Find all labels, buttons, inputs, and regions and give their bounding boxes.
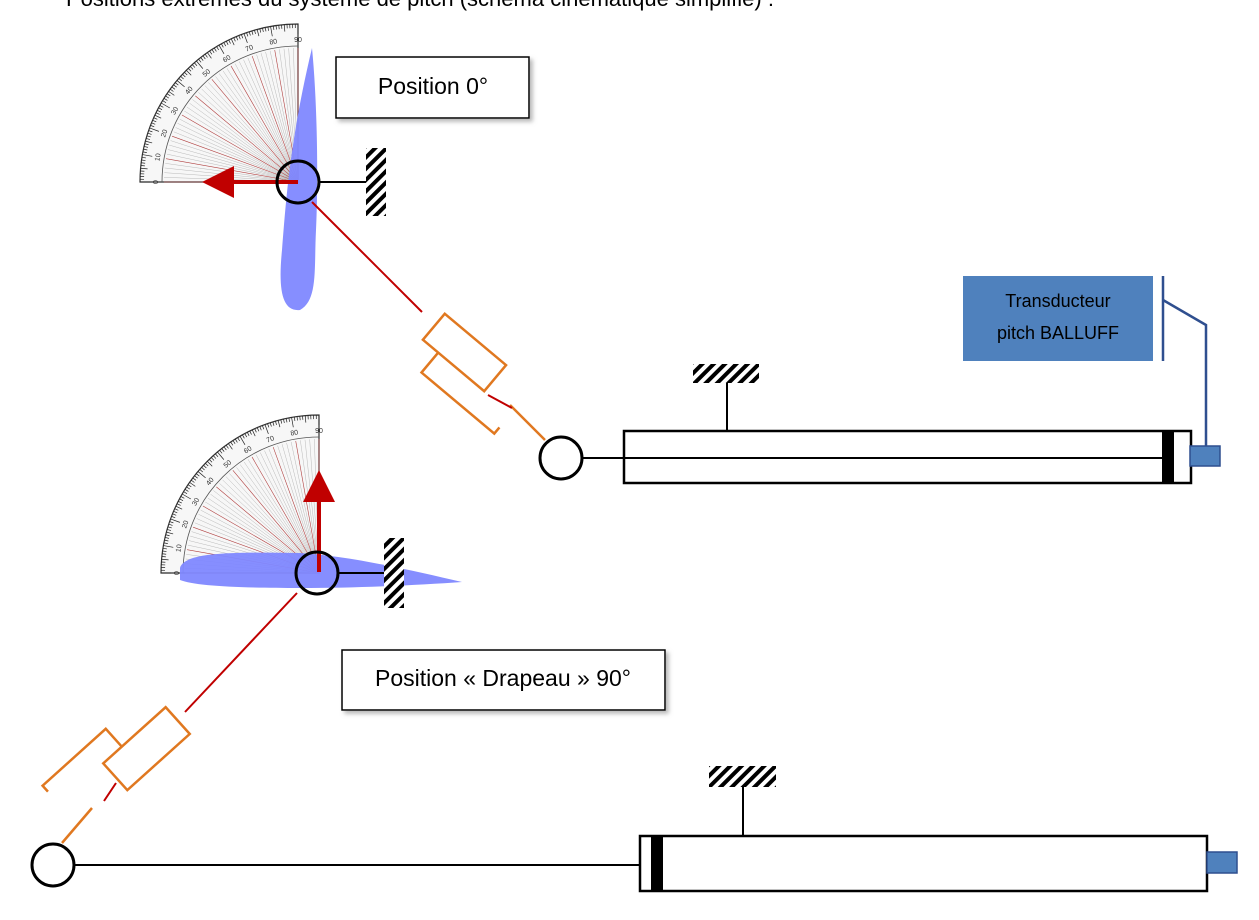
transducer-box: Transducteur pitch BALLUFF	[963, 276, 1153, 361]
protractor-tick-label: 70	[266, 435, 276, 444]
joint-bottom	[30, 842, 76, 888]
label-box-position-0: Position 0°	[335, 56, 530, 119]
ground-hatch-bottom-pivot	[384, 538, 404, 608]
protractor-tick-label: 80	[290, 429, 299, 437]
protractor-tick-label: 20	[181, 520, 190, 530]
protractor-tick-label: 0	[153, 180, 160, 184]
transducer-leader	[1162, 298, 1208, 446]
protractor-tick-label: 30	[170, 106, 180, 116]
actuator-bottom	[40, 705, 192, 793]
protractor-tick-label: 70	[245, 44, 255, 53]
protractor-tick-label: 30	[191, 497, 201, 507]
protractor-tick-label: 20	[160, 129, 169, 139]
protractor-tick-label: 50	[202, 68, 213, 78]
diagram-caption: Positions extrêmes du système de pitch (…	[66, 0, 774, 11]
sensor-block-top	[1189, 445, 1221, 467]
transducer-line2: pitch BALLUFF	[997, 323, 1119, 343]
ground-hatch-top-pivot	[366, 148, 386, 216]
joint-top	[538, 435, 584, 481]
protractor-tick-label: 80	[269, 38, 278, 46]
protractor-tick-label: 40	[205, 477, 215, 488]
ground-hatch-bottom-cylinder	[709, 766, 776, 787]
label-box-position-90: Position « Drapeau » 90°	[341, 649, 666, 711]
rod-top	[311, 201, 423, 313]
piston-top	[1162, 431, 1174, 483]
ground-hatch-top-cylinder	[693, 364, 759, 383]
protractor-tick-label: 50	[223, 459, 234, 469]
transducer-line1: Transducteur	[1005, 291, 1110, 311]
blade-top	[280, 48, 318, 311]
sensor-block-bottom	[1206, 851, 1238, 874]
protractor-face	[139, 23, 299, 183]
cylinder-bottom	[638, 834, 1209, 893]
protractor-tick-label: 10	[154, 153, 162, 162]
protractor-tick-label: 90	[294, 37, 302, 44]
actuator-top	[419, 311, 508, 436]
piston-bottom	[651, 836, 663, 891]
protractor-tick-label: 10	[175, 544, 183, 553]
protractor-tick-label: 40	[184, 86, 194, 97]
label-position-0: Position 0°	[378, 73, 488, 99]
protractor-tick-label: 90	[315, 428, 323, 435]
rod-bottom	[184, 592, 298, 713]
protractor-tick-label: 60	[222, 54, 232, 64]
protractor-top: 0 10 20 30 40 50 60 70 80 90	[139, 23, 302, 184]
protractor-bottom: 0 10 20 30 40 50 60 70 80 90	[160, 414, 323, 575]
protractor-face	[160, 414, 320, 574]
protractor-tick-label: 0	[174, 571, 181, 575]
protractor-tick-label: 60	[243, 445, 253, 455]
label-position-90: Position « Drapeau » 90°	[375, 665, 631, 691]
